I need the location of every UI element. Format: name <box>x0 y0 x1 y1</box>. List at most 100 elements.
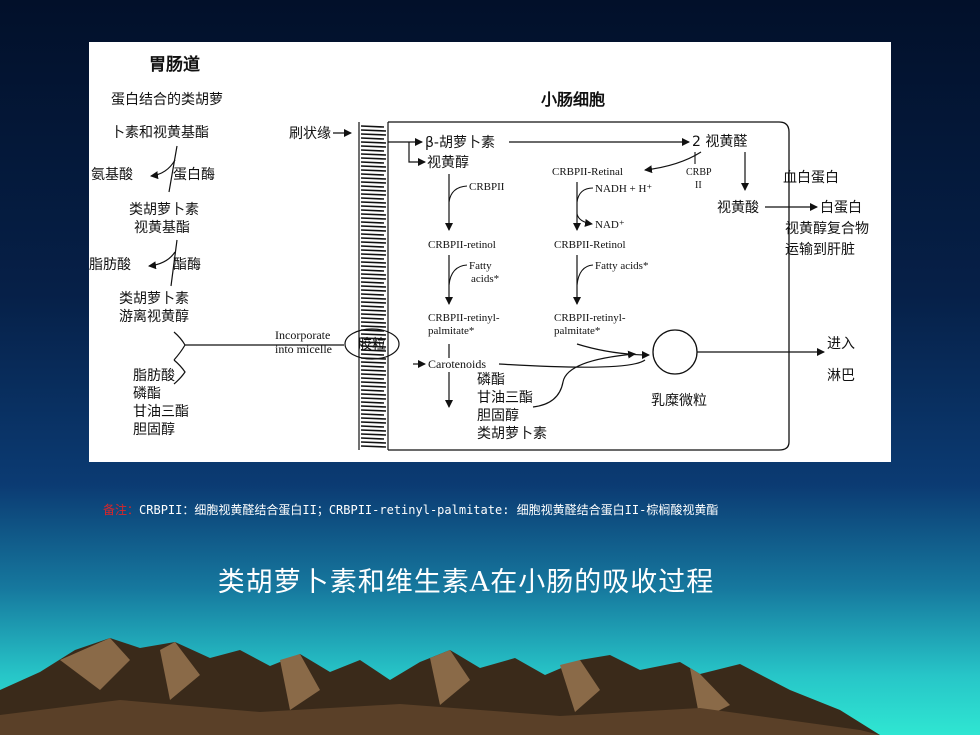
fatty-hook-left <box>448 264 468 286</box>
microvillus <box>360 401 385 404</box>
microvillus <box>360 129 387 132</box>
microvillus <box>360 305 385 308</box>
microvillus <box>360 321 387 324</box>
microvillus <box>360 177 387 180</box>
microvillus <box>360 397 387 400</box>
microvillus <box>360 181 387 184</box>
retinyl-palmitate-left-2: palmitate* <box>428 325 474 337</box>
microvillus <box>360 277 387 280</box>
microvillus <box>360 413 385 416</box>
microvillus <box>360 357 387 360</box>
lumen-step2-line2: 视黄基酯 <box>134 219 190 236</box>
microvillus <box>360 169 387 172</box>
microvillus <box>360 441 387 444</box>
lumen-step3-line1: 类胡萝卜素 <box>119 291 189 307</box>
arrow-lipids-to-chylo <box>532 350 636 408</box>
microvillus <box>360 377 385 380</box>
microvillus <box>360 369 387 372</box>
microvillus <box>360 209 385 212</box>
microvillus <box>360 409 387 412</box>
slide-title: 类胡萝卜素和维生素A在小肠的吸收过程 <box>217 567 715 598</box>
microvillus <box>360 257 385 260</box>
micelle-label: 胶粒 <box>358 336 386 353</box>
arrow-palmitate-to-chylo <box>576 343 646 356</box>
micelle-text-2: into micelle <box>275 342 332 356</box>
cell-lipid-4: 类胡萝卜素 <box>477 426 547 442</box>
microvillus <box>360 297 387 300</box>
microvillus <box>360 173 385 176</box>
microvillus <box>360 329 385 332</box>
microvillus <box>360 373 387 376</box>
microvillus <box>360 313 387 316</box>
microvillus <box>360 217 387 220</box>
cell-lipid-2: 甘油三酯 <box>477 390 533 406</box>
lumen-brace-top <box>173 331 186 361</box>
microvillus <box>360 197 385 200</box>
microvillus <box>360 445 387 448</box>
microvillus <box>360 353 385 356</box>
arrow-aminoacid <box>150 159 176 180</box>
fatty-acids-left-2: acids* <box>471 273 499 285</box>
arrow-retinal-to-crbp <box>644 151 702 174</box>
microvillus <box>360 273 387 276</box>
microvillus <box>360 225 387 228</box>
lumen-step2-line1: 类胡萝卜素 <box>129 202 199 218</box>
microvillus <box>360 201 387 204</box>
crbp2-retinol-right: CRBPII-Retinol <box>554 239 626 251</box>
cell-title: 小肠细胞 <box>541 90 605 109</box>
microvillus <box>360 133 387 136</box>
microvillus <box>360 341 385 344</box>
enzyme2-right: 酯酶 <box>173 257 201 273</box>
cell-lipid-1: 磷酯 <box>477 372 505 388</box>
retinoic-acid: 视黄酸 <box>717 199 759 216</box>
microvillus <box>360 417 387 420</box>
microvillus <box>360 237 387 240</box>
fatty-acids-right: Fatty acids* <box>595 260 648 272</box>
arrow-retinol-in <box>408 142 426 166</box>
retinal-2: 2 视黄醛 <box>692 133 747 150</box>
nadh-hook <box>576 187 594 203</box>
enzyme2-left: 脂肪酸 <box>89 257 131 273</box>
retinol: 视黄醇 <box>427 154 469 171</box>
carotenoids-curve <box>498 359 646 368</box>
fatty-acids-left-1: Fatty <box>469 260 492 272</box>
microvillus <box>360 141 387 144</box>
cell-lipid-3: 胆固醇 <box>477 407 519 424</box>
microvillus <box>360 193 387 196</box>
lymph-1: 进入 <box>827 336 855 352</box>
mountain-front <box>0 700 880 735</box>
chylomicron: 乳糜微粒 <box>651 392 707 409</box>
retinyl-palmitate-right-1: CRBPII-retinyl- <box>554 312 626 324</box>
microvillus <box>360 361 387 364</box>
microvillus <box>360 317 385 320</box>
nad-arrow <box>576 213 593 227</box>
complex-2: 运输到肝脏 <box>785 242 855 258</box>
enzyme1-right: 蛋白酶 <box>173 167 215 183</box>
microvillus <box>360 253 387 256</box>
microvillus <box>360 425 385 428</box>
cell-outline <box>388 121 790 451</box>
microvillus <box>360 385 387 388</box>
microvillus <box>360 241 387 244</box>
microvillus <box>360 405 387 408</box>
chylomicron-circle <box>652 329 698 375</box>
lumen-other-4: 胆固醇 <box>133 421 175 438</box>
lumen-step1-line2: 卜素和视黄基酯 <box>111 124 209 141</box>
microvillus <box>360 185 385 188</box>
microvillus <box>360 301 387 304</box>
microvillus <box>360 381 387 384</box>
microvillus <box>360 249 387 252</box>
nad: NAD⁺ <box>595 219 625 231</box>
microvillus <box>360 161 385 164</box>
lymph-2: 淋巴 <box>827 368 855 384</box>
microvillus <box>360 233 385 236</box>
lumen-other-3: 甘油三酯 <box>133 404 189 420</box>
micelle-text-1: Incorporate <box>275 328 330 342</box>
mountain-highlights <box>60 638 730 720</box>
fatty-hook-right <box>576 264 594 286</box>
microvillus <box>360 145 387 148</box>
retinyl-palmitate-right-2: palmitate* <box>554 325 600 337</box>
microvillus <box>360 165 387 168</box>
microvillus <box>360 429 387 432</box>
enzyme1-left: 氨基酸 <box>91 166 133 183</box>
